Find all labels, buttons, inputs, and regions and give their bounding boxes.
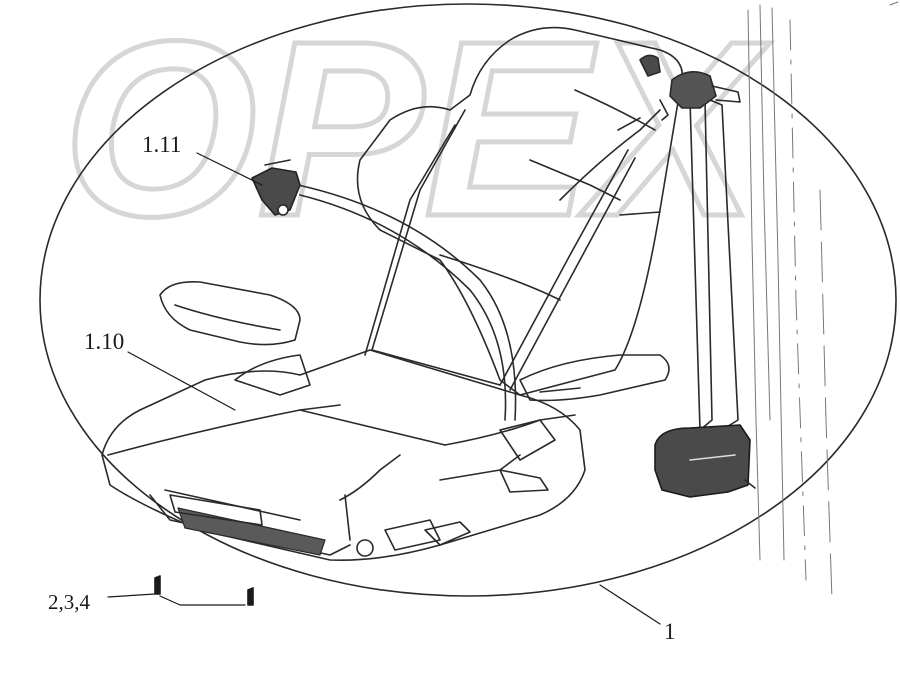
assembly-boundary-ellipse [39, 3, 897, 597]
seat-belt-webbing [297, 109, 661, 421]
seat-backrest [356, 26, 684, 396]
leader-1-11 [196, 152, 263, 186]
belt-retractor-housing [654, 424, 756, 498]
right-armrest [499, 354, 670, 461]
callout-label-belt-anchor: 1.11 [142, 132, 182, 157]
fastener-icon [154, 575, 161, 595]
upper-belt-anchor [251, 159, 301, 216]
callout-label-assembly: 1 [664, 619, 676, 644]
belt-retractor-column [689, 99, 739, 431]
fastener-symbols [154, 575, 254, 606]
leader-1 [599, 584, 661, 625]
seat-cushion [101, 349, 586, 562]
fastener-icon [247, 587, 254, 606]
pillar-anchor-top [617, 54, 741, 131]
seat-base-rails [149, 469, 549, 557]
leader-2-3-4 [107, 593, 246, 606]
leader-1-10 [127, 351, 236, 411]
callout-label-fasteners: 2,3,4 [48, 590, 90, 614]
leader-lines [107, 152, 661, 625]
left-armrest [159, 280, 311, 396]
pillar-lines [747, 1, 899, 601]
callout-label-seat: 1.10 [84, 329, 125, 354]
